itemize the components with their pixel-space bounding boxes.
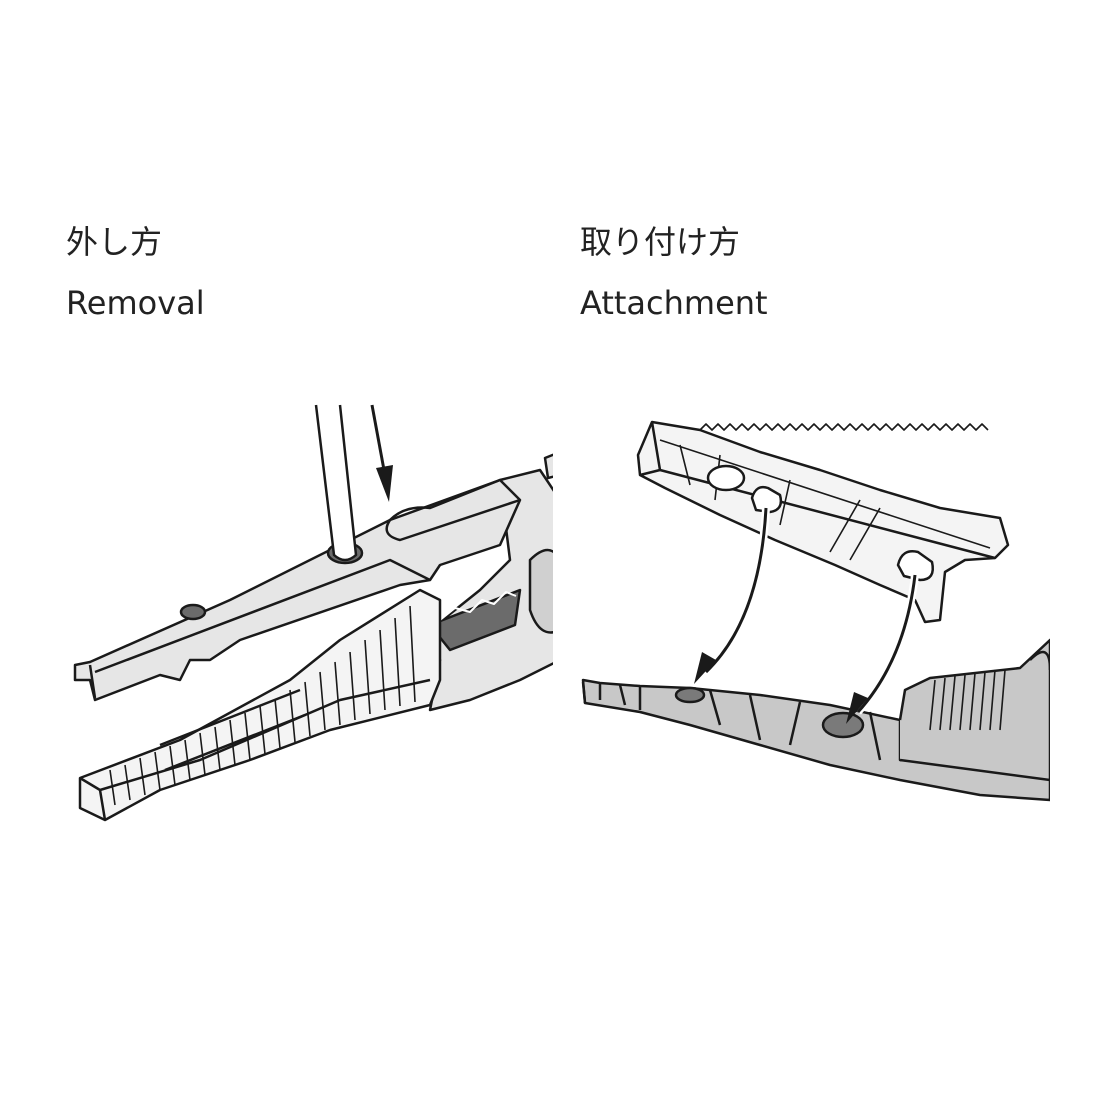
push-arrow [370,404,386,471]
cap-pin-left [750,485,783,514]
cap-pin-right [896,550,934,582]
pliers-pivot [528,548,553,634]
screwdriver-shaft [314,404,358,562]
removal-heading-jp: 外し方 [66,223,163,261]
attachment-heading-en: Attachment [580,284,768,322]
cap-pin-hole-small [179,603,207,621]
pliers-body [428,468,553,712]
removal-heading-en: Removal [66,284,205,322]
jaw-hole-right [821,711,865,739]
jaw-hole-left [674,686,706,704]
removal-illustration [73,404,553,822]
cap-socket-left [706,464,746,492]
plier-jaw-base [581,678,1050,802]
attachment-heading-jp: 取り付け方 [580,223,741,261]
attachment-illustration [581,420,1050,802]
floating-jaw-cap [636,420,1010,624]
